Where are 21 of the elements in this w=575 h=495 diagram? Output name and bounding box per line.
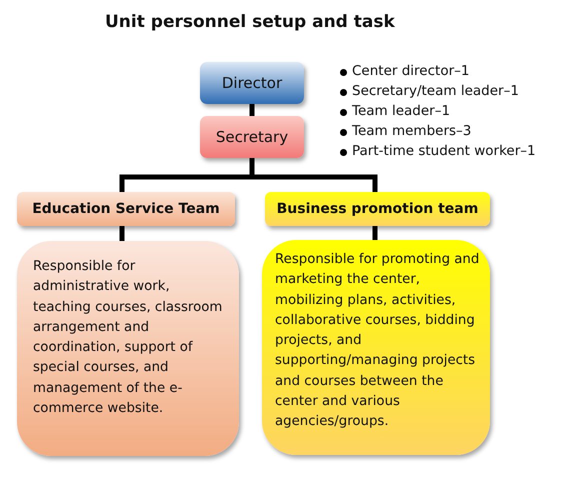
connector-line <box>250 104 254 116</box>
role-box <box>200 116 304 158</box>
box-label: Business promotion team <box>276 201 478 217</box>
staff-count-item: Secretary/team leader–1 <box>352 83 519 99</box>
box-label: Director <box>222 74 282 92</box>
team-header-box <box>265 192 490 226</box>
task-box <box>17 241 239 456</box>
diagram-title: Unit personnel setup and task <box>105 12 395 32</box>
connector-line <box>120 226 124 241</box>
box-label: Secretary <box>216 128 288 146</box>
staff-count-item: Team members–3 <box>352 123 472 139</box>
staff-count-item: Team leader–1 <box>352 103 450 119</box>
task-description: Responsible for administrative work, teaching courses, classroom arrangement and coordination, support of special courses, and management of the e-commerce website. <box>33 258 224 418</box>
task-box <box>262 240 490 455</box>
role-box <box>200 62 304 104</box>
box-label: Education Service Team <box>32 201 220 217</box>
connector-line <box>372 226 378 240</box>
team-header-box <box>17 192 235 226</box>
staff-count-item: Part-time student worker–1 <box>352 143 536 159</box>
staff-count-item: Center director–1 <box>352 63 470 79</box>
task-description: Responsible for promoting and marketing the center, mobilizing plans, activities, collaborative courses, bidding projects, and supporting/managing projects and courses between the center and various agencies/groups. <box>275 251 480 432</box>
